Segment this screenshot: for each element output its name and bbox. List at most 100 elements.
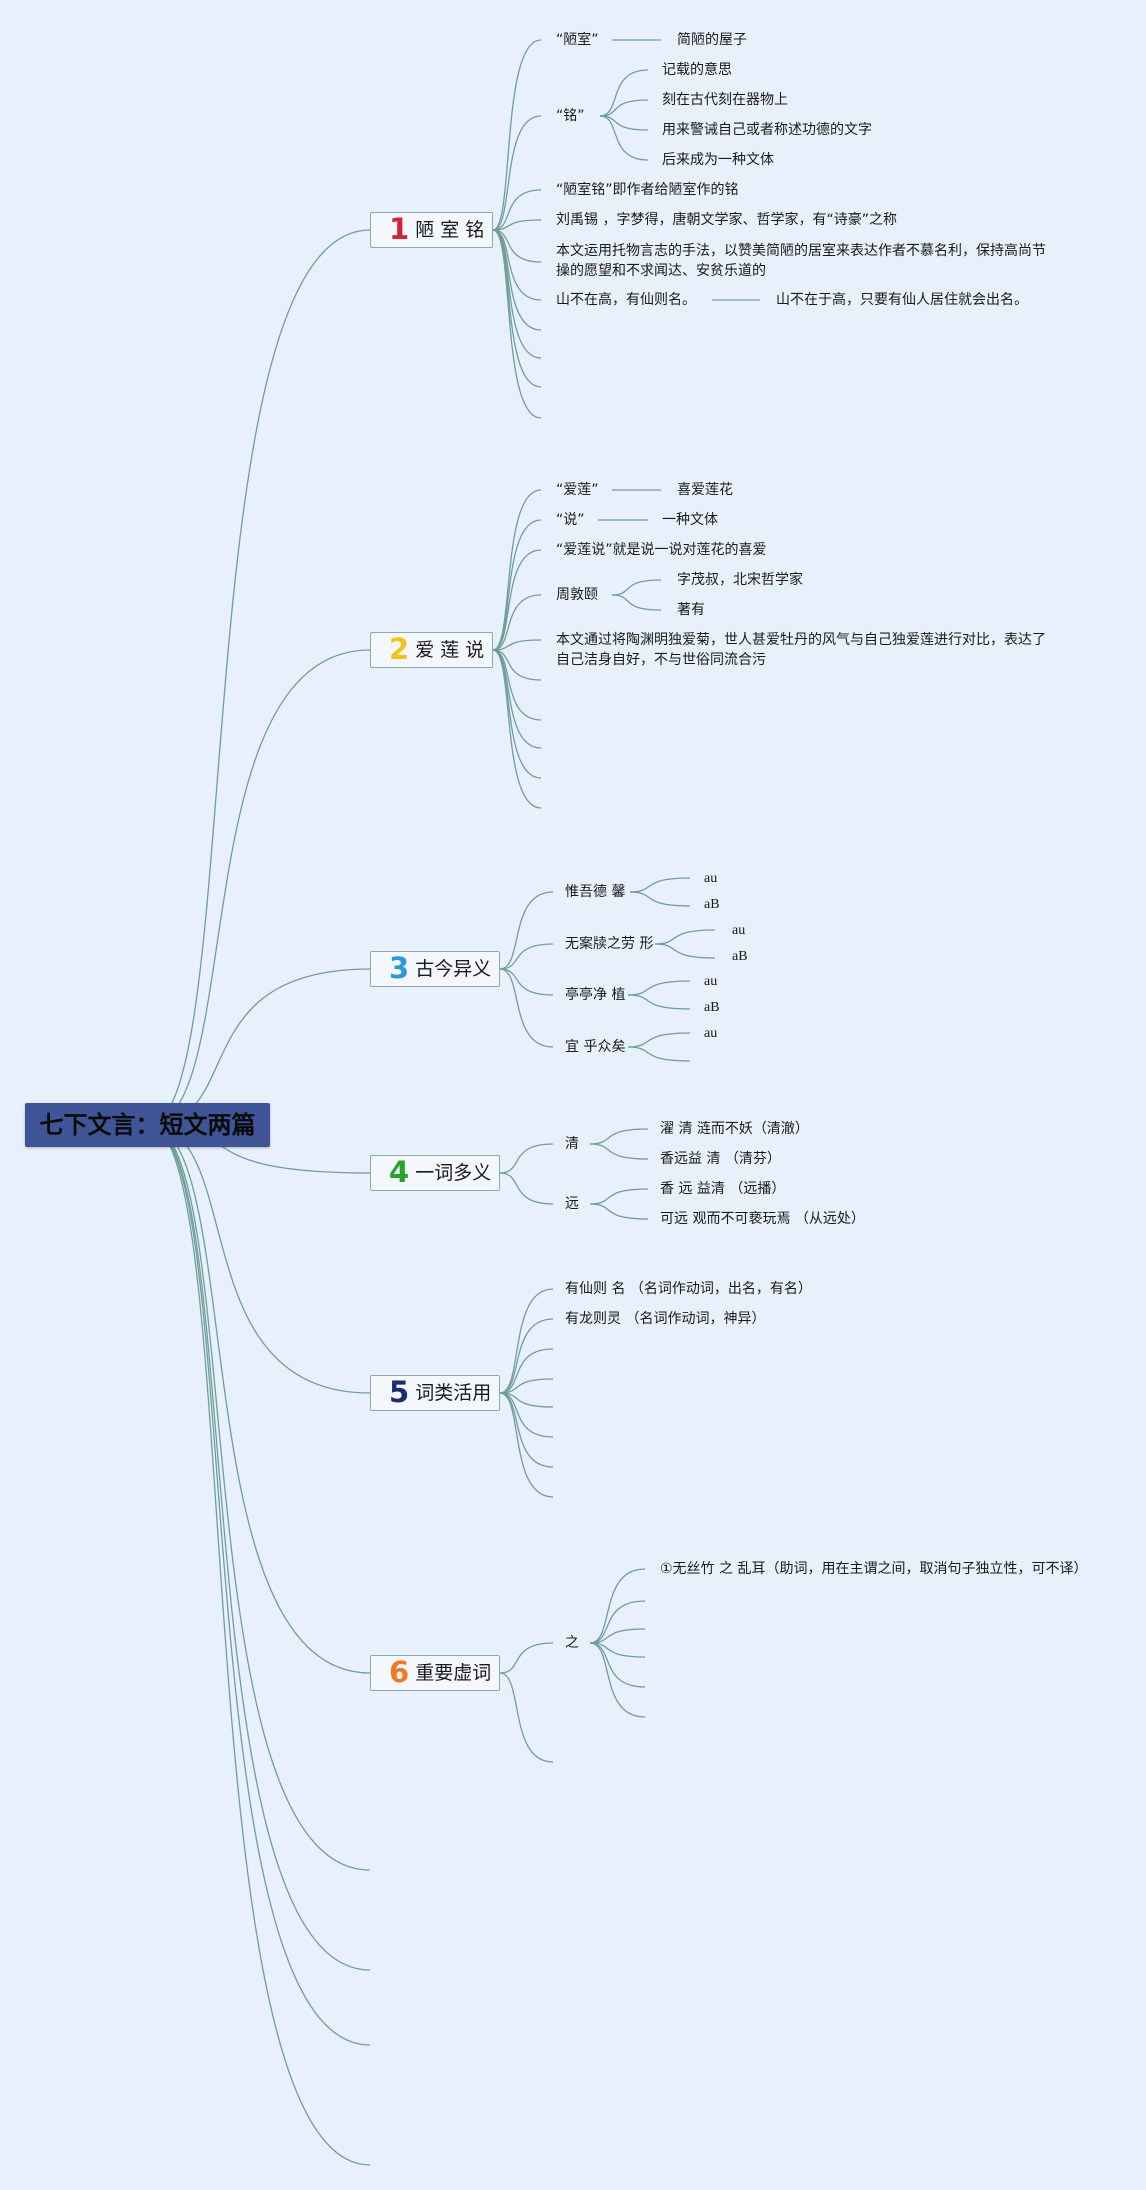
connector-line [589,1128,649,1145]
connector-line [499,1143,554,1174]
connector-line [499,1348,554,1394]
b3-sub[interactable]: au [732,923,746,938]
connector-line [492,219,542,231]
b3-sub[interactable]: aB [704,1000,720,1015]
connector-line [599,115,649,161]
branch-5-label: 词类活用 [415,1382,492,1404]
connector-line [654,943,716,959]
connector-line [589,1188,649,1205]
b4-sub[interactable]: 可远 观而不可亵玩焉 （从远处） [660,1211,865,1227]
b1-ming-def[interactable]: 用来警诫自己或者称述功德的文字 [662,122,872,138]
b3-sub[interactable]: aB [732,949,748,964]
connector-line [492,229,542,419]
b5-item[interactable]: 有龙则灵 （名词作动词，神异） [565,1311,766,1327]
b6-zhi[interactable]: 之 [565,1635,579,1651]
connector-line [599,115,649,131]
root-connector [147,1124,371,2046]
root-node[interactable]: 七下文言：短文两篇 [25,1103,270,1147]
b5-item[interactable]: 有仙则 名 （名词作动词，出名，有名） [565,1281,812,1297]
root-connector [147,649,371,1126]
connector-line [611,579,662,596]
b1-line-trans[interactable]: 山不在于高，只要有仙人居住就会出名。 [776,292,1028,308]
b3-item[interactable]: 宜 乎众矣 [565,1039,626,1055]
b3-item[interactable]: 惟吾德 馨 [565,884,626,900]
b4-item[interactable]: 清 [565,1136,579,1152]
root-connector [147,1124,371,1971]
b3-sub[interactable]: au [704,1026,718,1041]
connector-line [627,994,691,1010]
b1-ming-def[interactable]: 刻在古代刻在器物上 [662,92,788,108]
connector-line [492,649,542,681]
connector-line [492,519,542,651]
b1-lou-shi[interactable]: “陋室” [556,32,599,48]
b2-title-note[interactable]: “爱莲说”就是说一说对莲花的喜爱 [556,542,767,558]
b2-shuo-def[interactable]: 一种文体 [662,512,718,528]
b4-sub[interactable]: 濯 清 涟而不妖（清澈） [660,1121,809,1137]
connector-line [599,99,649,117]
connector-line [627,980,691,996]
b2-ai-lian-def[interactable]: 喜爱莲花 [677,482,733,498]
connector-line [492,115,542,231]
root-connector [147,1124,371,1674]
branch-1-label: 陋 室 铭 [415,219,485,241]
b3-item[interactable]: 亭亭净 植 [565,987,626,1003]
b2-shuo[interactable]: “说” [556,512,585,528]
connector-line [629,877,691,893]
connector-line [499,1288,554,1394]
connector-line [492,639,542,651]
connector-line [499,1172,554,1205]
b2-author-detail[interactable]: 字茂叔，北宋哲学家 [677,572,803,588]
root-connector [147,968,371,1126]
branch-4-number: 4 [389,1155,410,1189]
connector-line [499,943,554,970]
b1-author[interactable]: 刘禹锡 ，字梦得，唐朝文学家、哲学家，有“诗豪”之称 [556,212,897,228]
b3-sub[interactable]: aB [704,897,720,912]
connector-line [492,39,542,231]
root-connector [147,229,371,1126]
branch-2-label: 爱 莲 说 [415,639,485,661]
connector-line [627,1046,691,1062]
connector-line [492,549,542,651]
branch-6-label: 重要虚词 [415,1662,492,1684]
connector-line [499,1392,554,1408]
b6-zhi-item[interactable]: ①无丝竹 之 乱耳（助词，用在主谓之间，取消句子独立性，可不译） [660,1561,1088,1577]
b4-sub[interactable]: 香远益 清 （清芬） [660,1151,781,1167]
connector-line [492,649,542,749]
connector-line [589,1143,649,1160]
b1-theme[interactable]: 本文运用托物言志的手法，以赞美简陋的居室来表达作者不慕名利，保持高尚节操的愿望和… [556,243,1046,279]
connector-line [492,649,542,779]
b2-theme[interactable]: 本文通过将陶渊明独爱菊，世人甚爱牡丹的风气与自己独爱莲进行对比，表达了自己洁身自… [556,632,1046,668]
b1-ming-def[interactable]: 后来成为一种文体 [662,152,774,168]
b4-sub[interactable]: 香 远 益清 （远播） [660,1181,786,1197]
b1-line[interactable]: 山不在高，有仙则名。 [556,292,696,308]
b2-author[interactable]: 周敦颐 [556,587,598,603]
b3-item[interactable]: 无案牍之劳 形 [565,936,654,952]
connector-line [499,1318,554,1394]
b3-sub[interactable]: au [704,974,718,989]
b2-author-detail[interactable]: 著有 [677,602,705,618]
b1-title-note[interactable]: “陋室铭”即作者给陋室作的铭 [556,182,739,198]
b4-item[interactable]: 远 [565,1196,579,1212]
connector-line [589,1628,646,1644]
b3-sub[interactable]: au [704,871,718,886]
connector-line [492,649,542,809]
b2-ai-lian[interactable]: “爱莲” [556,482,599,498]
b1-ming[interactable]: “铭” [556,108,585,124]
b1-lou-shi-def[interactable]: 简陋的屋子 [677,32,747,48]
connector-line [627,1032,691,1048]
connector-line [499,968,554,1048]
connector-line [654,929,716,945]
connector-line [589,1568,646,1644]
connector-line [599,69,649,117]
connector-line [589,1642,646,1688]
b1-ming-def[interactable]: 记载的意思 [662,62,732,78]
connector-line [499,891,554,970]
